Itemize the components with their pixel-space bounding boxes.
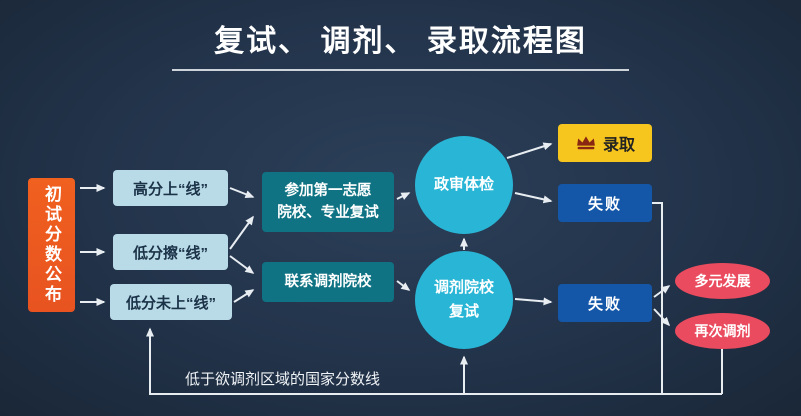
arrow-review-to-failed: [514, 192, 553, 204]
node-initial-scores: 初试分数公布: [28, 178, 75, 312]
title-divider: [172, 69, 629, 71]
node-contact-adjustment: 联系调剂院校: [262, 262, 394, 302]
node-admitted-label: 录取: [602, 137, 635, 154]
arrow-edge-to-first-choice: [229, 215, 254, 250]
node-readjustment: 再次调剂: [675, 313, 770, 349]
node-low-score-edge-label: 低分擦“线”: [132, 244, 208, 262]
footnote-national-score-line: 低于欲调剂区域的国家分数线: [185, 371, 381, 388]
node-low-score-below: 低分未上“线”: [110, 284, 232, 320]
node-readjustment-label: 再次调剂: [694, 323, 751, 339]
node-failed-adjustment-label: 失败: [587, 295, 622, 313]
line-failed-feedback-down: [652, 202, 663, 394]
node-political-review-physical-label: 政审体检: [433, 176, 494, 193]
arrow-edge-to-adjustment: [229, 255, 255, 274]
node-admitted: 录取: [558, 124, 652, 162]
node-low-score-edge: 低分擦“线”: [113, 234, 228, 270]
node-first-choice-reexam: 参加第一志愿 院校、专业复试: [262, 172, 394, 232]
node-failed-first-choice: 失败: [558, 184, 652, 222]
node-adjustment-reexam: 调剂院校 复试: [415, 251, 513, 349]
node-low-score-below-label: 低分未上“线”: [125, 294, 216, 312]
arrow-high-to-first-choice: [229, 187, 255, 198]
node-failed-adjustment: 失败: [558, 284, 652, 322]
node-first-choice-reexam-label: 参加第一志愿 院校、专业复试: [277, 182, 379, 221]
node-contact-adjustment-label: 联系调剂院校: [284, 273, 372, 290]
arrow-first-choice-to-review: [396, 192, 411, 200]
arrow-failed-to-development: [653, 285, 671, 298]
node-political-review-physical: 政审体检: [415, 136, 513, 234]
arrow-failed-to-readjust: [653, 308, 671, 327]
node-adjustment-reexam-label: 调剂院校 复试: [433, 279, 494, 320]
arrow-adjustment-to-reexam: [396, 280, 411, 291]
node-failed-first-choice-label: 失败: [587, 195, 622, 213]
arrow-reexam-to-failed: [514, 297, 553, 306]
node-high-score: 高分上“线”: [113, 170, 228, 206]
arrow-below-to-adjustment: [233, 289, 255, 303]
node-high-score-label: 高分上“线”: [132, 180, 208, 198]
page-title: 复试、 调剂、 录取流程图: [214, 25, 587, 58]
node-diverse-development-label: 多元发展: [694, 273, 751, 289]
crown-icon: [577, 136, 595, 150]
arrow-review-to-admitted: [506, 142, 553, 159]
node-initial-scores-label: 初试分数公布: [42, 185, 61, 305]
node-diverse-development: 多元发展: [675, 263, 770, 299]
